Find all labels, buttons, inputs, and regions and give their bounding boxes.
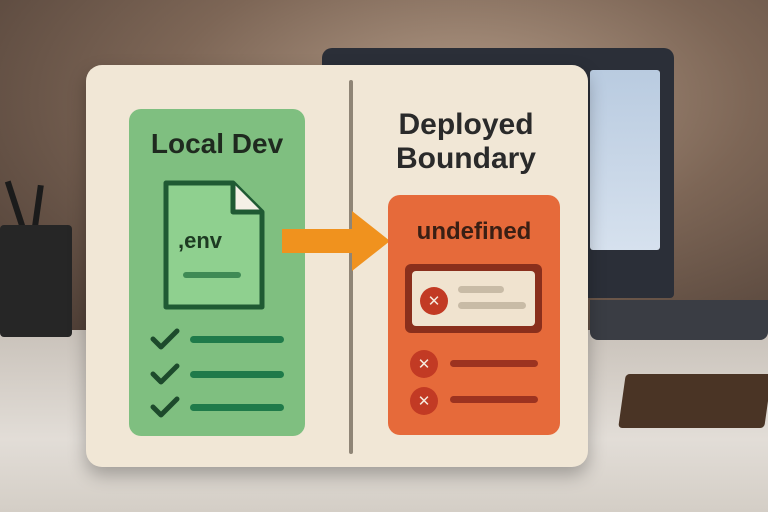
background-laptop-base — [590, 300, 768, 340]
check-item — [150, 362, 290, 386]
check-item-line — [190, 404, 284, 411]
error-card-line — [458, 286, 504, 293]
check-icon — [150, 395, 180, 419]
background-notebook — [618, 374, 768, 428]
x-icon: ✕ — [420, 287, 448, 315]
deployed-boundary-title: Deployed Boundary — [372, 108, 560, 176]
check-item-line — [190, 371, 284, 378]
check-item — [150, 327, 290, 351]
background-laptop-screen — [590, 70, 660, 250]
check-icon — [150, 327, 180, 351]
deployed-title-line2: Boundary — [372, 142, 560, 176]
check-icon — [150, 362, 180, 386]
check-item-line — [190, 336, 284, 343]
error-item-line — [450, 396, 538, 403]
error-card-line — [458, 302, 526, 309]
check-item — [150, 395, 290, 419]
local-dev-title: Local Dev — [129, 128, 305, 160]
error-item-line — [450, 360, 538, 367]
x-icon: ✕ — [410, 387, 438, 415]
deployed-status-text: undefined — [388, 218, 560, 246]
background-pen-cup — [0, 225, 72, 337]
x-icon: ✕ — [410, 350, 438, 378]
env-file-label: ,env — [178, 228, 222, 254]
deployed-title-line1: Deployed — [372, 108, 560, 142]
flow-arrow-icon — [282, 211, 390, 271]
